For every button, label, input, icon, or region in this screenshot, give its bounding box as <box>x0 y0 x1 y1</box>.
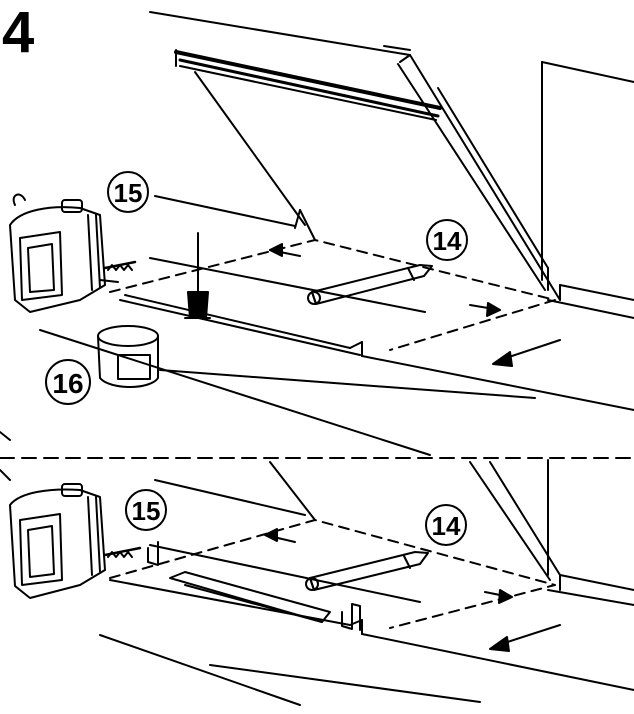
callout-label-16-top: 16 <box>52 368 83 399</box>
jigsaw-icon <box>9 483 142 599</box>
bottom-cabinet <box>99 459 634 706</box>
top-cabinet <box>39 11 634 456</box>
callout-label-14-top: 14 <box>433 226 462 256</box>
callout-label-15-top: 15 <box>114 178 143 208</box>
top-panel: 15 14 16 <box>9 11 634 456</box>
bottom-callout-15: 15 <box>125 489 167 531</box>
pencil-icon <box>307 264 433 305</box>
jigsaw-icon <box>9 193 137 313</box>
clip-icon <box>147 541 361 631</box>
top-callout-14: 14 <box>426 219 468 261</box>
pencil-icon <box>305 551 429 591</box>
bottom-arrows <box>264 528 561 652</box>
callout-label-14-bottom: 14 <box>432 511 461 541</box>
top-callout-16: 16 <box>45 359 91 405</box>
glue-pot-icon <box>97 325 159 388</box>
step-number: 4 <box>2 0 35 65</box>
bottom-callout-14: 14 <box>425 504 467 546</box>
callout-label-15-bottom: 15 <box>132 496 161 526</box>
top-arrows <box>269 243 561 367</box>
top-callout-15: 15 <box>107 171 149 213</box>
bottom-panel: 15 14 <box>9 459 634 706</box>
glue-brush-icon <box>184 232 211 319</box>
divider-arrow-left <box>0 431 11 481</box>
